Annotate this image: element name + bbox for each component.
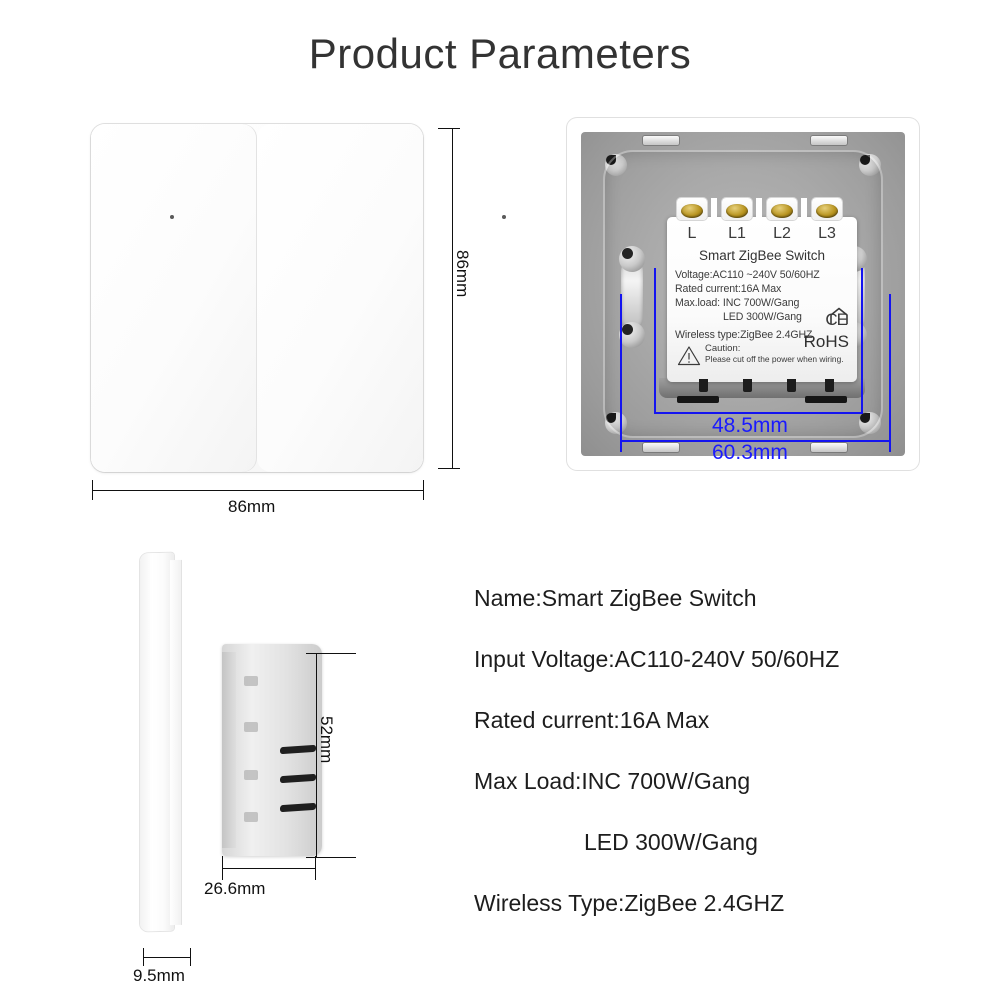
side-faceplate-edge <box>170 559 182 926</box>
body-depth-dimension-line <box>222 868 316 869</box>
spec-wireless-type: Wireless Type:ZigBee 2.4GHZ <box>474 890 785 916</box>
module-contact-tab-4 <box>825 379 834 392</box>
spec-led-load: LED 300W/Gang <box>584 829 758 855</box>
spec-name: Name:Smart ZigBee Switch <box>474 585 757 611</box>
side-height-tick-bottom <box>306 857 356 858</box>
module-spec-voltage: Voltage:AC110 ~240V 50/60HZ <box>675 269 820 281</box>
module-product-title: Smart ZigBee Switch <box>698 248 826 263</box>
mounting-hole-top-left <box>605 154 627 176</box>
mounting-hole-bottom-left <box>605 412 627 434</box>
spec-max-load: Max Load:INC 700W/Gang <box>474 768 751 794</box>
plate-depth-dimension-label: 9.5mm <box>133 966 185 985</box>
caution-text: Please cut off the power when wiring. <box>705 354 844 364</box>
module-contact-tab-1 <box>699 379 708 392</box>
plate-depth-tick-left <box>143 948 144 966</box>
base-foot-right <box>805 396 847 403</box>
slot-screw-left-bottom <box>619 322 645 348</box>
terminal-label-L1: L1 <box>728 225 746 242</box>
rocker-button-right[interactable] <box>257 124 506 472</box>
terminal-divider-3 <box>801 198 807 218</box>
side-notch-3 <box>244 770 258 780</box>
terminal-divider-2 <box>756 198 762 218</box>
spec-rated-current: Rated current:16A Max <box>474 707 710 733</box>
side-notch-4 <box>244 812 258 822</box>
side-module-body <box>222 644 322 856</box>
inner-width-line-right <box>861 268 863 414</box>
frame-clip-bottom-left <box>643 443 679 452</box>
outer-width-dimension-label: 60.3mm <box>712 441 788 464</box>
home-icon <box>830 307 848 324</box>
frame-clip-top-right <box>811 136 847 145</box>
module-base <box>659 378 865 403</box>
outer-width-line-right <box>889 294 891 452</box>
caution-heading: Caution: <box>705 343 741 354</box>
front-width-tick-right <box>423 480 424 500</box>
side-notch-2 <box>244 722 258 732</box>
metal-mounting-frame: L L1 L2 L3 Smart ZigBee Switch Voltage:A… <box>581 132 905 456</box>
inner-width-dimension-line <box>654 412 863 414</box>
side-vent-1 <box>280 744 316 755</box>
frame-clip-top-left <box>643 136 679 145</box>
slot-screw-right-top <box>841 246 867 272</box>
side-view-switch <box>130 548 330 948</box>
rocker-button-left[interactable] <box>91 124 257 472</box>
terminal-label-L3: L3 <box>818 225 836 242</box>
outer-width-dimension-line <box>620 440 891 442</box>
side-vent-2 <box>280 773 316 784</box>
module-contact-tab-2 <box>743 379 752 392</box>
front-height-dimension-line <box>452 128 453 468</box>
terminal-screw-L2 <box>767 198 797 220</box>
front-width-tick-left <box>92 480 93 500</box>
front-height-tick-bottom <box>438 468 460 469</box>
spec-input-voltage: Input Voltage:AC110-240V 50/60HZ <box>474 646 840 672</box>
mounting-hole-top-right <box>859 154 881 176</box>
back-view-switch-module: L L1 L2 L3 Smart ZigBee Switch Voltage:A… <box>567 118 919 470</box>
warning-triangle-icon <box>677 346 701 366</box>
side-height-dimension-label: 52mm <box>317 716 336 764</box>
slot-screw-right-bottom <box>841 322 867 348</box>
module-spec-maxload: Max.load: INC 700W/Gang <box>675 297 800 309</box>
front-width-dimension-line <box>92 490 424 491</box>
outer-width-line-left <box>620 294 622 452</box>
module-spec-wireless: Wireless type:ZigBee 2.4GHZ <box>675 329 813 341</box>
front-view-switch-panel <box>91 124 506 472</box>
page-title: Product Parameters <box>308 30 692 77</box>
side-height-dimension-line <box>316 653 317 857</box>
side-height-tick-top <box>306 653 356 654</box>
module-spec-current: Rated current:16A Max <box>675 283 782 295</box>
plate-depth-tick-right <box>190 948 191 966</box>
base-foot-left <box>677 396 719 403</box>
mounting-hole-bottom-right <box>859 412 881 434</box>
inner-width-dimension-label: 48.5mm <box>712 414 788 437</box>
side-faceplate <box>140 552 174 932</box>
side-vent-3 <box>280 802 316 813</box>
module-spec-led: LED 300W/Gang <box>723 311 802 323</box>
slot-screw-left-top <box>619 246 645 272</box>
side-notch-1 <box>244 676 258 686</box>
body-depth-tick-right <box>315 856 316 880</box>
led-indicator-right-icon <box>502 215 506 219</box>
body-depth-dimension-label: 26.6mm <box>204 879 266 898</box>
rohs-mark-icon: RoHS <box>803 332 849 351</box>
terminal-divider-1 <box>711 198 717 218</box>
led-indicator-left-icon <box>170 215 174 219</box>
specification-list: Name:Smart ZigBee Switch Input Voltage:A… <box>474 585 974 951</box>
frame-clip-bottom-right <box>811 443 847 452</box>
inner-width-line-left <box>654 268 656 414</box>
module-contact-tab-3 <box>787 379 796 392</box>
front-height-tick-top <box>438 128 460 129</box>
terminal-module: L L1 L2 L3 Smart ZigBee Switch Voltage:A… <box>667 198 857 392</box>
terminal-label-L: L <box>687 225 697 242</box>
adjust-slot-left <box>621 260 643 330</box>
terminal-label-L2: L2 <box>773 225 791 242</box>
terminal-screw-L1 <box>722 198 752 220</box>
terminal-screw-L <box>677 198 707 220</box>
terminal-screw-L3 <box>812 198 842 220</box>
front-height-dimension-label: 86mm <box>453 250 472 298</box>
front-width-dimension-label: 86mm <box>228 497 276 516</box>
plate-depth-dimension-line <box>143 957 191 958</box>
ce-mark-icon: CE <box>825 310 848 329</box>
body-depth-tick-left <box>222 856 223 880</box>
